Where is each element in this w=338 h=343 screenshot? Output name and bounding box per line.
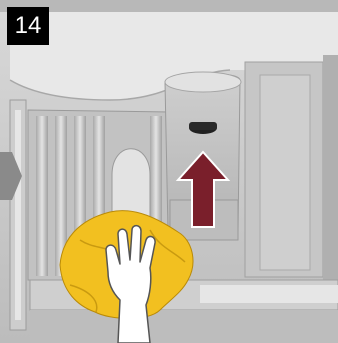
step-number-badge: 14 xyxy=(7,7,49,45)
